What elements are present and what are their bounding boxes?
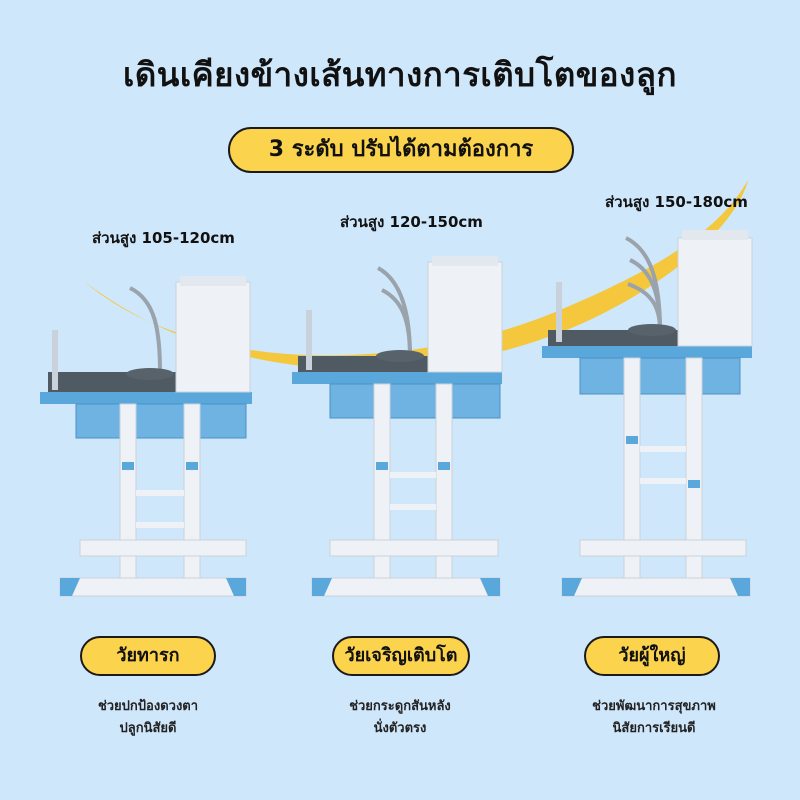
- page-title: เดินเคียงข้างเส้นทางการเติบโตของลูก: [123, 55, 677, 94]
- desk-low: [40, 276, 252, 597]
- age-badge-growing: วัยเจริญเติบโต: [332, 636, 470, 676]
- growth-swoosh: [85, 180, 748, 370]
- benefit-line: นิสัยการเรียนดี: [612, 721, 696, 736]
- benefit-line: นั่งตัวตรง: [373, 721, 427, 736]
- benefit-text-growing: ช่วยกระดูกสันหลัง นั่งตัวตรง: [280, 696, 520, 740]
- benefit-line: ช่วยปกป้องดวงตา: [97, 699, 199, 714]
- height-label-low: ส่วนสูง 105-120cm: [92, 229, 235, 247]
- desk-high: [542, 230, 753, 597]
- age-badge-infant: วัยทารก: [80, 636, 216, 676]
- benefit-text-adult: ช่วยพัฒนาการสุขภาพ นิสัยการเรียนดี: [534, 696, 774, 740]
- age-badge-adult: วัยผู้ใหญ่: [584, 636, 720, 676]
- benefit-line: ปลูกนิสัยดี: [119, 721, 177, 736]
- benefit-line: ช่วยกระดูกสันหลัง: [349, 699, 451, 714]
- height-label-high: ส่วนสูง 150-180cm: [605, 193, 748, 211]
- benefit-line: ช่วยพัฒนาการสุขภาพ: [592, 699, 716, 714]
- desk-mid: [292, 256, 503, 597]
- adjustable-badge: 3 ระดับ ปรับได้ตามต้องการ: [228, 127, 574, 173]
- height-label-mid: ส่วนสูง 120-150cm: [340, 213, 483, 231]
- benefit-text-infant: ช่วยปกป้องดวงตา ปลูกนิสัยดี: [28, 696, 268, 740]
